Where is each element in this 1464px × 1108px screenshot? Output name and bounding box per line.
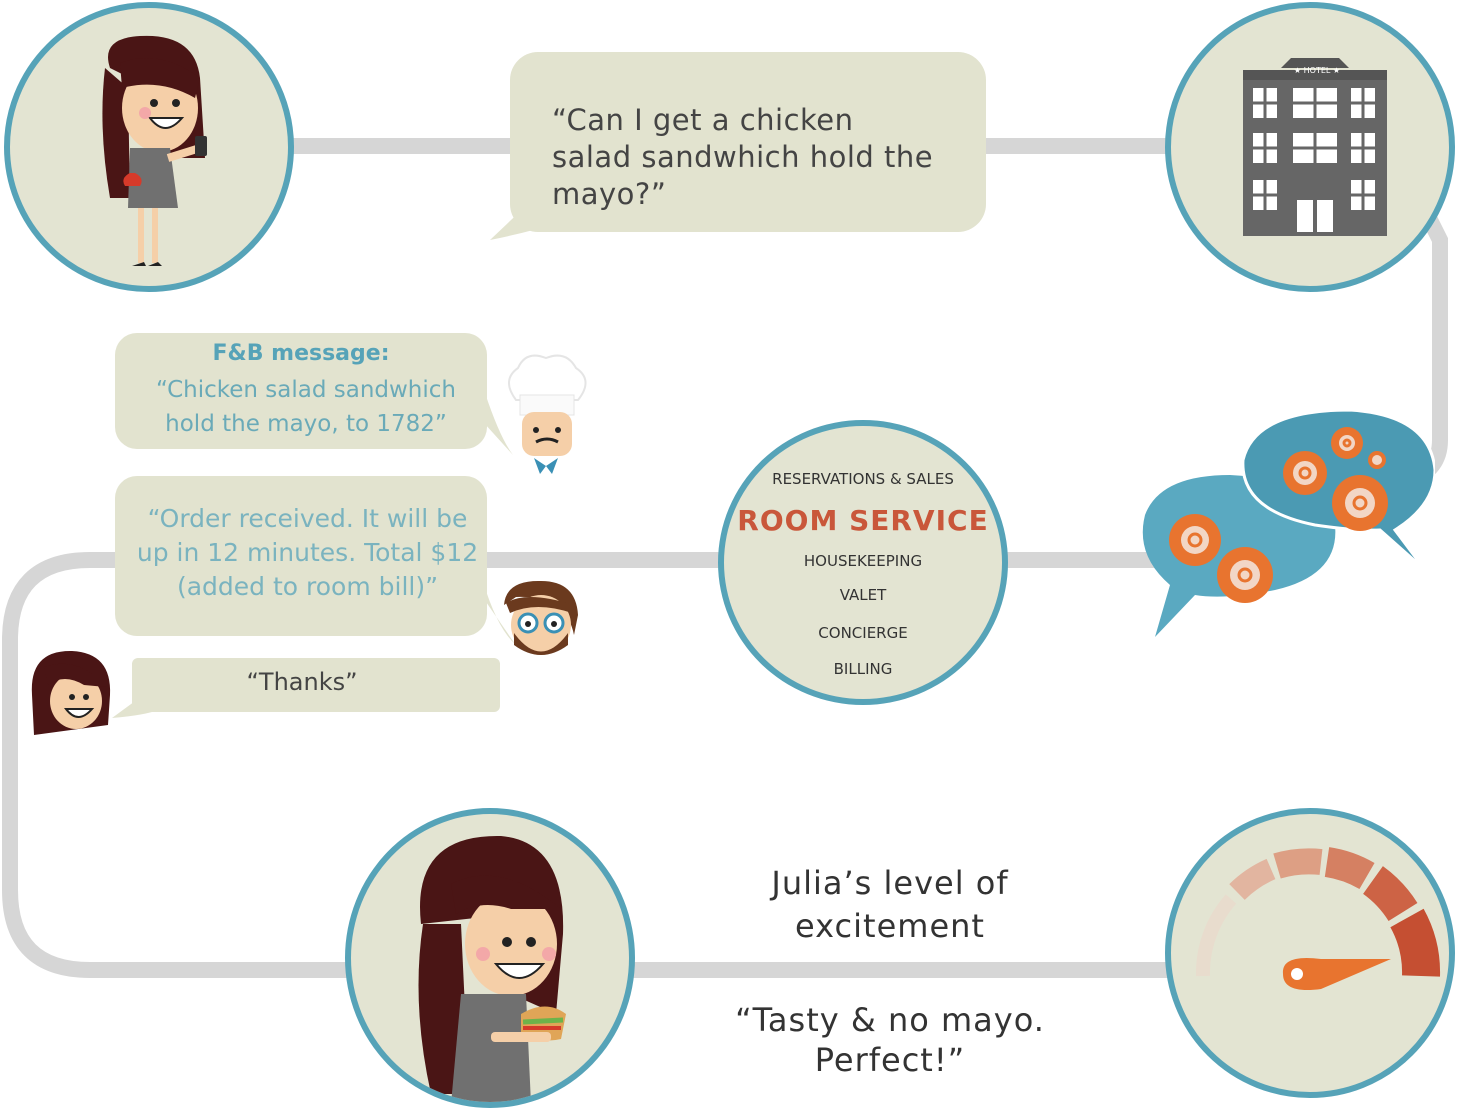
dept-concierge: CONCIERGE: [818, 624, 908, 642]
julia-phone-circle: [4, 2, 294, 292]
order-received-text: “Order received. It will be up in 12 min…: [136, 504, 479, 601]
guest-request-text: “Can I get a chicken salad sandwhich hol…: [552, 103, 934, 211]
gauge-icon: [1195, 847, 1441, 990]
thanks-text: “Thanks”: [246, 668, 358, 696]
chef-avatar-icon: [508, 354, 587, 474]
excitement-label: Julia’s level of excitement: [771, 864, 1009, 945]
guest-request-bubble: “Can I get a chicken salad sandwhich hol…: [490, 52, 990, 242]
fb-message-title: F&B message:: [212, 341, 390, 366]
hotel-sign: ★ HOTEL ★: [1293, 66, 1341, 75]
julia-phone-illustration: [102, 35, 207, 266]
fb-message-text: “Chicken salad sandwhich hold the mayo, …: [155, 377, 457, 437]
dept-valet: VALET: [839, 586, 887, 604]
dept-room-service: ROOM SERVICE: [737, 504, 989, 537]
julia-sandwich-illustration: [418, 835, 566, 1102]
departments-circle: RESERVATIONS & SALES ROOM SERVICE HOUSEK…: [718, 420, 1008, 705]
thanks-bubble: “Thanks”: [112, 656, 504, 720]
staff-avatar-icon: [504, 580, 578, 655]
dept-billing: BILLING: [833, 660, 893, 678]
fb-message-bubble: F&B message: “Chicken salad sandwhich ho…: [115, 333, 515, 458]
excitement-gauge-circle: [1165, 808, 1455, 1098]
hotel-circle: ★ HOTEL ★: [1165, 2, 1455, 292]
order-received-bubble: “Order received. It will be up in 12 min…: [115, 476, 515, 646]
gears-speech-icon: [1142, 408, 1435, 637]
julia-sandwich-circle: [345, 808, 635, 1108]
julia-avatar-icon: [31, 650, 111, 735]
dept-housekeeping: HOUSEKEEPING: [803, 552, 923, 570]
hotel-building-icon: [1243, 58, 1387, 236]
dept-reservations: RESERVATIONS & SALES: [772, 470, 954, 488]
final-quote: “Tasty & no mayo. Perfect!”: [735, 1001, 1045, 1079]
